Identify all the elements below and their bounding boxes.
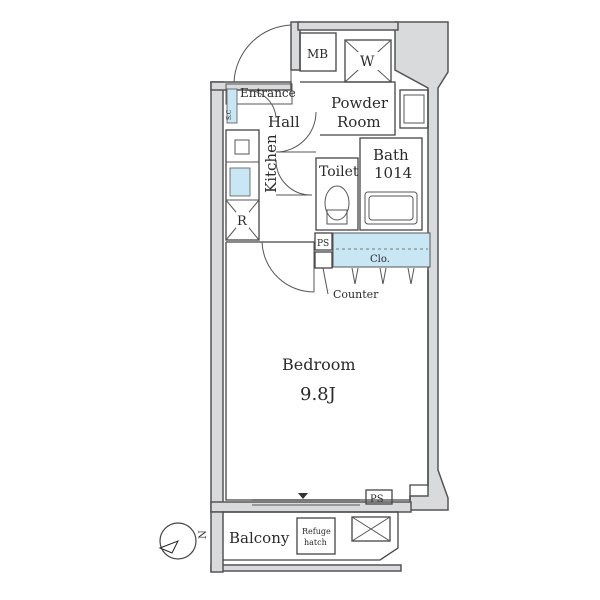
sink-icon	[229, 167, 251, 197]
bedroom-label: Bedroom	[282, 355, 356, 374]
compass-north-label: N	[198, 530, 209, 539]
closet-area: PS Clo. Counter	[314, 232, 431, 301]
meter-box: MB	[299, 32, 337, 72]
counter-label: Counter	[333, 288, 379, 301]
entrance-label: Entrance	[240, 86, 296, 100]
refrigerator-label: R	[237, 214, 248, 229]
bedroom-size-label: 9.8J	[300, 384, 336, 405]
exterior-walls	[210, 21, 449, 573]
bedroom-door	[226, 241, 315, 293]
entrance-area: Entrance S.C	[225, 83, 296, 124]
powder-room-label-line1: Powder	[331, 94, 389, 112]
bath-label-line1: Bath	[373, 146, 409, 164]
window-marker-icon	[298, 493, 308, 499]
pipe-space-bottom-label: PS	[370, 494, 384, 505]
balcony: Balcony Refuge hatch	[223, 511, 399, 561]
powder-room-label-line2: Room	[337, 113, 381, 131]
pipe-space-top-label: PS	[317, 239, 329, 249]
shoe-storage-label: S.C	[226, 109, 233, 120]
bath: Bath 1014	[359, 137, 423, 231]
shoe-storage-cabinet	[226, 88, 238, 124]
toilet-room: Toilet	[315, 157, 359, 231]
meter-box-label: MB	[307, 47, 328, 61]
refuge-hatch-label-line1: Refuge	[302, 527, 331, 536]
stove-icon	[234, 139, 250, 155]
kitchen: R Kitchen	[225, 129, 280, 241]
entrance-door	[233, 24, 292, 83]
toilet-label: Toilet	[319, 164, 359, 180]
powder-room: Powder Room	[300, 81, 429, 136]
hall-label: Hall	[268, 113, 300, 131]
kitchen-label: Kitchen	[262, 134, 280, 193]
compass: N	[158, 522, 209, 560]
balcony-label: Balcony	[229, 529, 290, 547]
bedroom: Bedroom 9.8J PS	[225, 242, 429, 506]
washer-label: W	[360, 54, 375, 70]
closet-label: Clo.	[370, 254, 390, 265]
washer-space: W	[344, 39, 392, 83]
hall: Hall	[268, 111, 317, 196]
bath-label-line2: 1014	[374, 164, 412, 182]
refuge-hatch-label-line2: hatch	[304, 538, 327, 547]
